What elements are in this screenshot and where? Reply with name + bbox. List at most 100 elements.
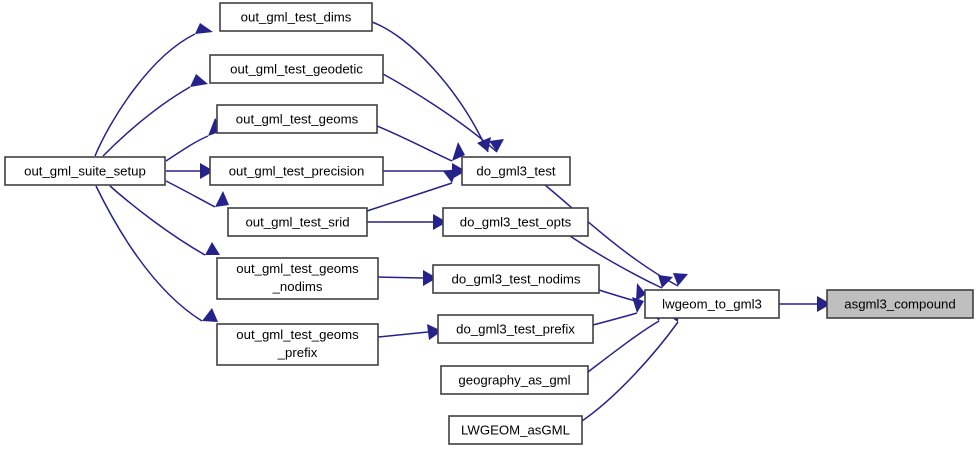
edge-line [109, 185, 206, 256]
node-label-line2: _prefix [277, 345, 318, 360]
arrowhead-icon [658, 275, 673, 288]
graph-node-do_gml3_test[interactable]: do_gml3_test [461, 156, 571, 186]
arrowhead-icon [423, 270, 437, 286]
graph-node-geography_as_gml[interactable]: geography_as_gml [440, 365, 589, 395]
node-box[interactable] [448, 415, 583, 445]
node-box[interactable] [227, 207, 368, 237]
node-box[interactable] [440, 365, 589, 395]
graph-node-out_gml_test_geoms_nodims[interactable]: out_gml_test_geoms _nodims [216, 257, 379, 300]
graph-node-out_gml_test_dims[interactable]: out_gml_test_dims [219, 2, 373, 32]
call-edge [166, 163, 214, 179]
node-box[interactable] [644, 289, 780, 319]
nodes-layer: out_gml_test_dims out_gml_test_geodeticou… [4, 2, 974, 445]
call-edge [569, 235, 673, 289]
arrowhead-icon [673, 273, 688, 286]
graph-node-lwgeom_to_gml3[interactable]: lwgeom_to_gml3 [644, 289, 780, 319]
call-edge [382, 73, 504, 153]
graph-node-out_gml_test_geoms[interactable]: out_gml_test_geoms [216, 104, 378, 134]
edge-line [382, 73, 498, 153]
graph-node-out_gml_test_srid[interactable]: out_gml_test_srid [227, 207, 368, 237]
node-box[interactable] [219, 2, 373, 32]
call-edge [165, 180, 229, 208]
call-edge [377, 270, 437, 286]
graph-node-do_gml3_test_opts[interactable]: do_gml3_test_opts [442, 207, 589, 237]
edge-line [165, 135, 209, 162]
edge-line [376, 125, 453, 162]
graph-node-do_gml3_test_prefix[interactable]: do_gml3_test_prefix [437, 314, 594, 344]
call-edge [102, 74, 208, 157]
edge-line [581, 321, 679, 422]
graph-node-asgml3_compound[interactable]: asgml3_compound [826, 289, 974, 319]
node-label: out_gml_suite_setup [24, 163, 146, 178]
edge-line [366, 182, 453, 212]
arrowhead-icon [427, 324, 442, 340]
call-edge [371, 21, 491, 153]
call-edge [376, 125, 465, 162]
call-edge [367, 214, 447, 230]
node-label: do_gml3_test_nodims [451, 271, 580, 286]
node-label: geography_as_gml [458, 372, 570, 387]
graph-node-out_gml_test_geodetic[interactable]: out_gml_test_geodetic [209, 54, 384, 84]
call-edge [377, 324, 442, 340]
arrowhead-icon [477, 137, 491, 152]
node-label: out_gml_test_geoms [236, 111, 359, 126]
node-label: out_gml_test_srid [245, 214, 349, 229]
node-label: lwgeom_to_gml3 [662, 296, 762, 311]
node-label: LWGEOM_asGML [461, 422, 570, 437]
arrowhead-icon [215, 191, 229, 207]
node-label: out_gml_test_geoms [236, 261, 359, 276]
call-edge [592, 297, 644, 326]
call-edge [366, 169, 457, 212]
graph-node-out_gml_test_precision[interactable]: out_gml_test_precision [209, 156, 384, 186]
node-label: out_gml_test_precision [229, 163, 365, 178]
node-box[interactable] [216, 323, 379, 366]
graph-node-out_gml_suite_setup[interactable]: out_gml_suite_setup [4, 156, 166, 186]
edge-line [371, 21, 489, 153]
edge-line [598, 289, 637, 302]
call-edge [165, 118, 225, 162]
edge-line [94, 33, 196, 157]
edge-line [102, 86, 191, 157]
arrowhead-icon [202, 308, 218, 322]
node-box[interactable] [216, 104, 378, 134]
arrowhead-icon [489, 139, 504, 152]
node-box[interactable] [461, 156, 571, 186]
node-label: asgml3_compound [844, 296, 955, 311]
node-label: out_gml_test_geoms [236, 327, 359, 342]
arrowhead-icon [200, 163, 214, 179]
node-label: out_gml_test_dims [241, 9, 352, 24]
arrowhead-icon [190, 74, 208, 87]
node-box[interactable] [4, 156, 166, 186]
edge-line [377, 276, 424, 279]
arrowhead-icon [636, 283, 646, 301]
edge-line [592, 312, 638, 326]
call-edge [94, 23, 213, 157]
node-label-line2: _nodims [272, 279, 323, 294]
arrowhead-icon [443, 169, 457, 183]
edge-line [165, 180, 216, 208]
node-box[interactable] [437, 314, 594, 344]
graph-node-out_gml_test_geoms_prefix[interactable]: out_gml_test_geoms _prefix [216, 323, 379, 366]
node-label: out_gml_test_geodetic [230, 61, 363, 76]
node-box[interactable] [442, 207, 589, 237]
edges-layer [94, 21, 831, 422]
node-box[interactable] [216, 257, 379, 300]
arrowhead-icon [205, 242, 220, 255]
node-box[interactable] [209, 156, 384, 186]
arrowhead-icon [817, 296, 831, 312]
edge-line [587, 320, 660, 373]
graph-node-LWGEOM_asGML[interactable]: LWGEOM_asGML [448, 415, 583, 445]
arrowhead-icon [433, 214, 447, 230]
call-edge [95, 185, 218, 322]
call-edge [109, 185, 220, 256]
node-label: do_gml3_test_opts [460, 214, 572, 229]
edge-line [377, 331, 429, 338]
node-box[interactable] [826, 289, 974, 319]
node-label: do_gml3_test_prefix [456, 321, 575, 336]
graph-node-do_gml3_test_nodims[interactable]: do_gml3_test_nodims [432, 264, 600, 294]
arrowhead-icon [195, 23, 213, 34]
node-box[interactable] [209, 54, 384, 84]
node-box[interactable] [432, 264, 600, 294]
edge-line [569, 235, 663, 289]
